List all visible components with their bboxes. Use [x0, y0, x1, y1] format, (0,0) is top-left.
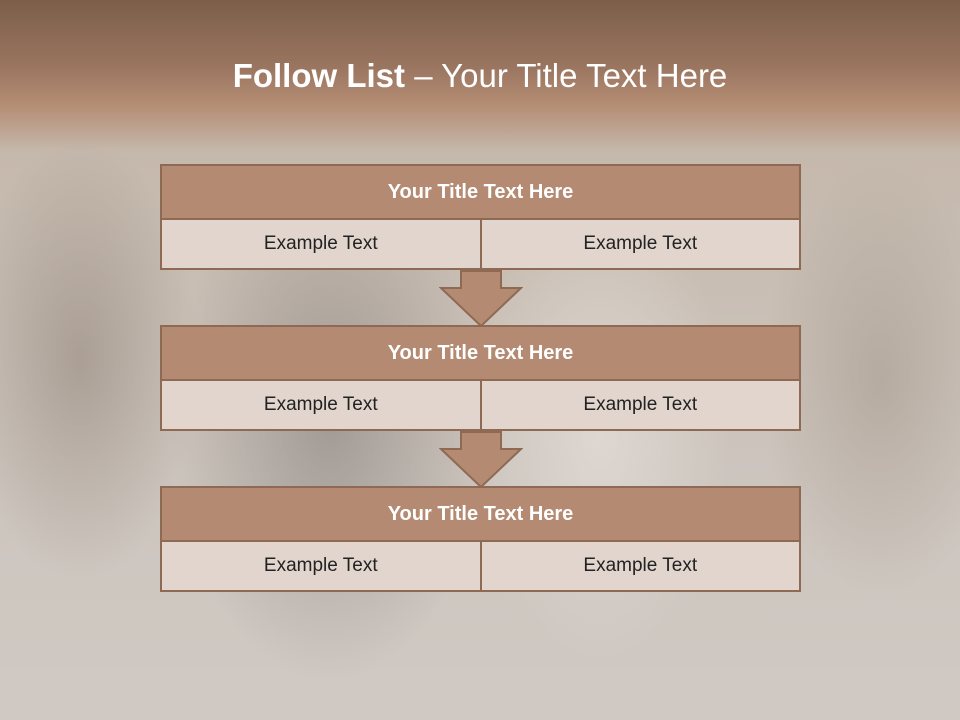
- list-block-2: Your Title Text Here Example Text Exampl…: [160, 325, 801, 431]
- slide-title: Follow List – Your Title Text Here: [0, 54, 960, 98]
- header-band: [0, 0, 960, 150]
- block-row: Example Text Example Text: [160, 220, 801, 270]
- block-cell-right: Example Text: [479, 381, 800, 429]
- block-cell-left: Example Text: [263, 394, 378, 415]
- block-cell-right: Example Text: [479, 542, 800, 590]
- block-title: Your Title Text Here: [160, 325, 801, 381]
- down-arrow-icon: [439, 431, 523, 489]
- list-block-3: Your Title Text Here Example Text Exampl…: [160, 486, 801, 592]
- title-bold-part: Follow List: [232, 57, 406, 94]
- down-arrow-icon: [439, 270, 523, 328]
- block-title: Your Title Text Here: [160, 486, 801, 542]
- block-row: Example Text Example Text: [160, 381, 801, 431]
- block-title: Your Title Text Here: [160, 164, 801, 220]
- block-cell-left: Example Text: [263, 233, 378, 254]
- block-row: Example Text Example Text: [160, 542, 801, 592]
- block-cell-left: Example Text: [263, 555, 378, 576]
- list-block-1: Your Title Text Here Example Text Exampl…: [160, 164, 801, 270]
- block-cell-right: Example Text: [479, 220, 800, 268]
- title-rest-part: – Your Title Text Here: [405, 57, 728, 94]
